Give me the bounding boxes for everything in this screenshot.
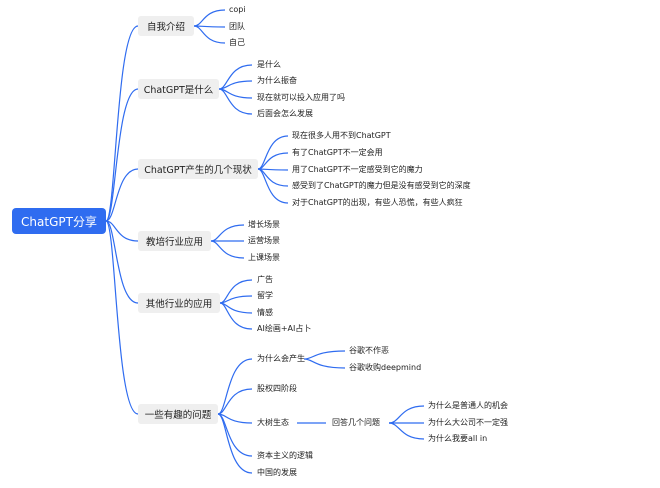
leaf-node[interactable]: copi (229, 5, 246, 14)
leaf-node[interactable]: 情感 (257, 308, 273, 317)
leaf-node[interactable]: AI绘画+AI占卜 (257, 324, 312, 333)
branch-education-application[interactable]: 教培行业应用 (138, 231, 211, 251)
leaf-node[interactable]: 上课场景 (248, 253, 280, 262)
leaf-node[interactable]: 中国的发展 (257, 468, 297, 477)
leaf-node[interactable]: 回答几个问题 (332, 418, 380, 427)
leaf-node[interactable]: 为什么会产生 (257, 354, 305, 363)
leaf-node[interactable]: 为什么振奋 (257, 76, 297, 85)
leaf-node[interactable]: 感受到了ChatGPT的魔力但是没有感受到它的深度 (292, 181, 471, 190)
leaf-node[interactable]: 团队 (229, 22, 245, 31)
leaf-node[interactable]: 留学 (257, 291, 273, 300)
leaf-node[interactable]: 为什么是普通人的机会 (428, 401, 508, 410)
leaf-node[interactable]: 现在就可以投入应用了吗 (257, 93, 345, 102)
leaf-node[interactable]: 增长场景 (248, 220, 280, 229)
leaf-node[interactable]: 是什么 (257, 60, 281, 69)
leaf-node[interactable]: 谷歌不作恶 (349, 346, 389, 355)
leaf-node[interactable]: 为什么大公司不一定强 (428, 418, 508, 427)
leaf-node[interactable]: 用了ChatGPT不一定感受到它的魔力 (292, 165, 423, 174)
branch-current-status[interactable]: ChatGPT产生的几个现状 (138, 159, 258, 179)
leaf-node[interactable]: 谷歌收购deepmind (349, 363, 422, 372)
leaf-node[interactable]: 后面会怎么发展 (257, 109, 313, 118)
leaf-node[interactable]: 大树生态 (257, 418, 289, 427)
branch-other-industries[interactable]: 其他行业的应用 (138, 293, 220, 313)
root-node[interactable]: ChatGPT分享 (12, 208, 106, 234)
leaf-node[interactable]: 有了ChatGPT不一定会用 (292, 148, 383, 157)
leaf-node[interactable]: 为什么我要all in (428, 434, 488, 443)
leaf-node[interactable]: 资本主义的逻辑 (257, 451, 313, 460)
branch-interesting-questions[interactable]: 一些有趣的问题 (138, 404, 218, 424)
branch-what-is-chatgpt[interactable]: ChatGPT是什么 (138, 79, 219, 99)
leaf-node[interactable]: 现在很多人用不到ChatGPT (292, 131, 391, 140)
branch-self-intro[interactable]: 自我介绍 (138, 16, 194, 36)
leaf-node[interactable]: 对于ChatGPT的出现，有些人恐慌，有些人疯狂 (292, 198, 463, 207)
leaf-node[interactable]: 自己 (229, 38, 245, 47)
leaf-node[interactable]: 运营场景 (248, 236, 280, 245)
leaf-node[interactable]: 股权四阶段 (257, 384, 297, 393)
leaf-node[interactable]: 广告 (257, 275, 273, 284)
